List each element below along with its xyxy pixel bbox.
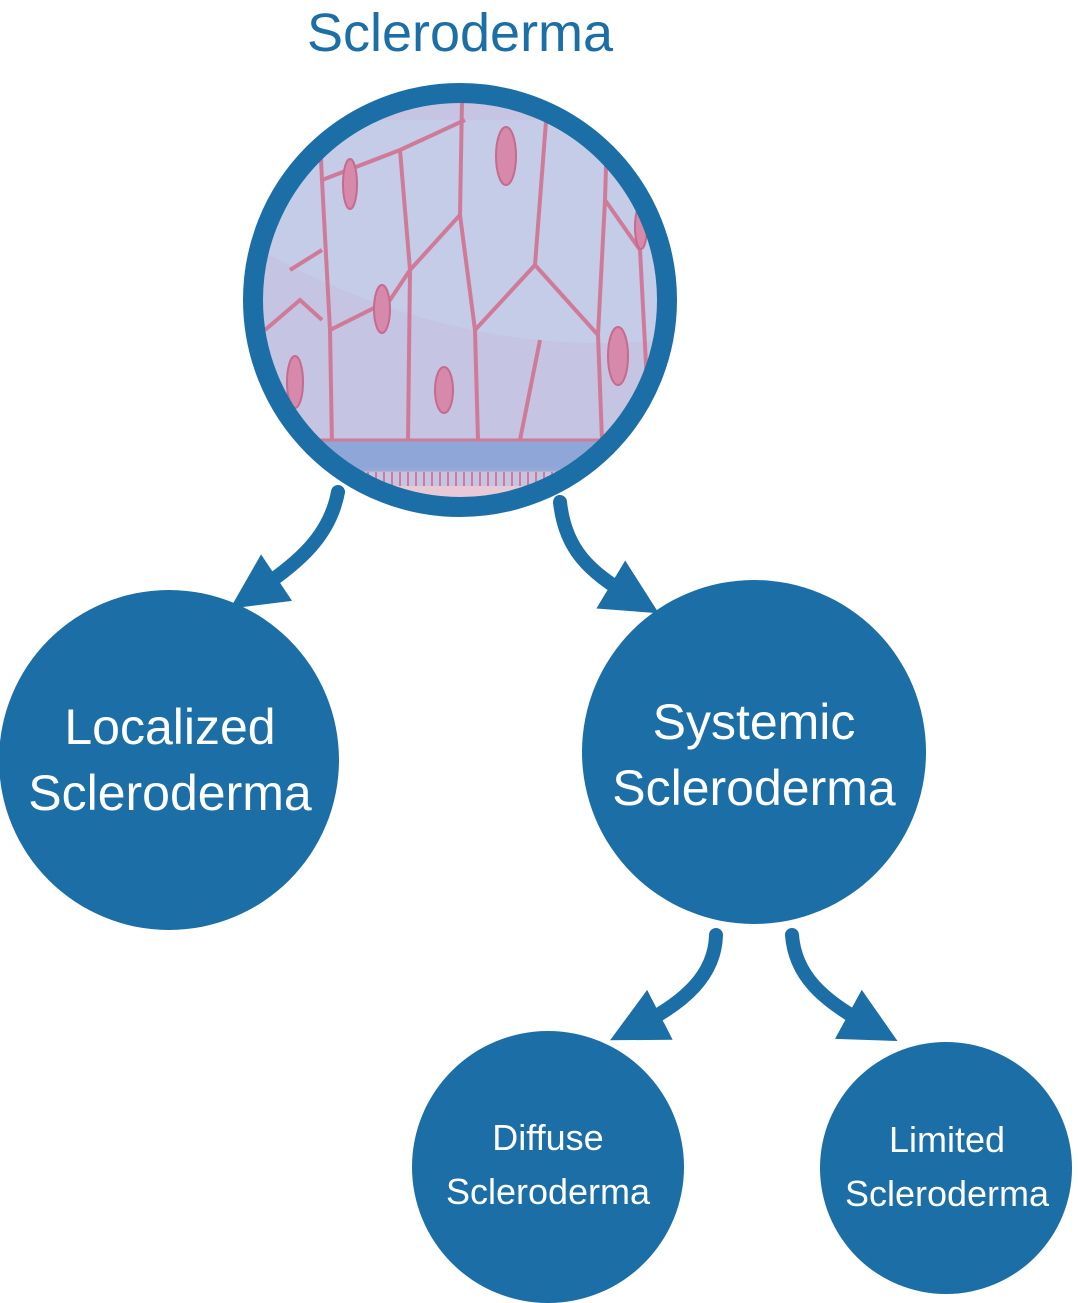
diffuse-line1: Diffuse [492, 1117, 604, 1158]
systemic-node-circle [582, 580, 926, 924]
localized-node-circle [0, 590, 339, 930]
arrow-root-to-systemic [553, 495, 659, 614]
arrow-root-to-localized [230, 485, 345, 609]
limited-line2: Scleroderma [844, 1173, 1050, 1214]
arrow-systemic-to-limited [785, 928, 898, 1042]
limited-scleroderma-label: Limited Scleroderma [822, 1112, 1072, 1222]
diffuse-node-circle [412, 1031, 684, 1303]
limited-line1: Limited [888, 1119, 1006, 1160]
diffuse-scleroderma-label: Diffuse Scleroderma [420, 1110, 676, 1220]
limited-node-circle [820, 1042, 1072, 1294]
systemic-line2: Scleroderma [612, 760, 896, 816]
diffuse-line2: Scleroderma [445, 1171, 651, 1212]
localized-scleroderma-label: Localized Scleroderma [0, 690, 340, 830]
systemic-scleroderma-label: Systemic Scleroderma [584, 685, 924, 825]
localized-line1: Localized [64, 699, 276, 755]
diagram-title: Scleroderma [306, 3, 614, 63]
localized-line2: Scleroderma [28, 765, 312, 821]
arrow-systemic-to-diffuse [610, 928, 723, 1041]
systemic-line1: Systemic [652, 694, 856, 750]
skin-tissue-cells-illustration [243, 83, 677, 517]
